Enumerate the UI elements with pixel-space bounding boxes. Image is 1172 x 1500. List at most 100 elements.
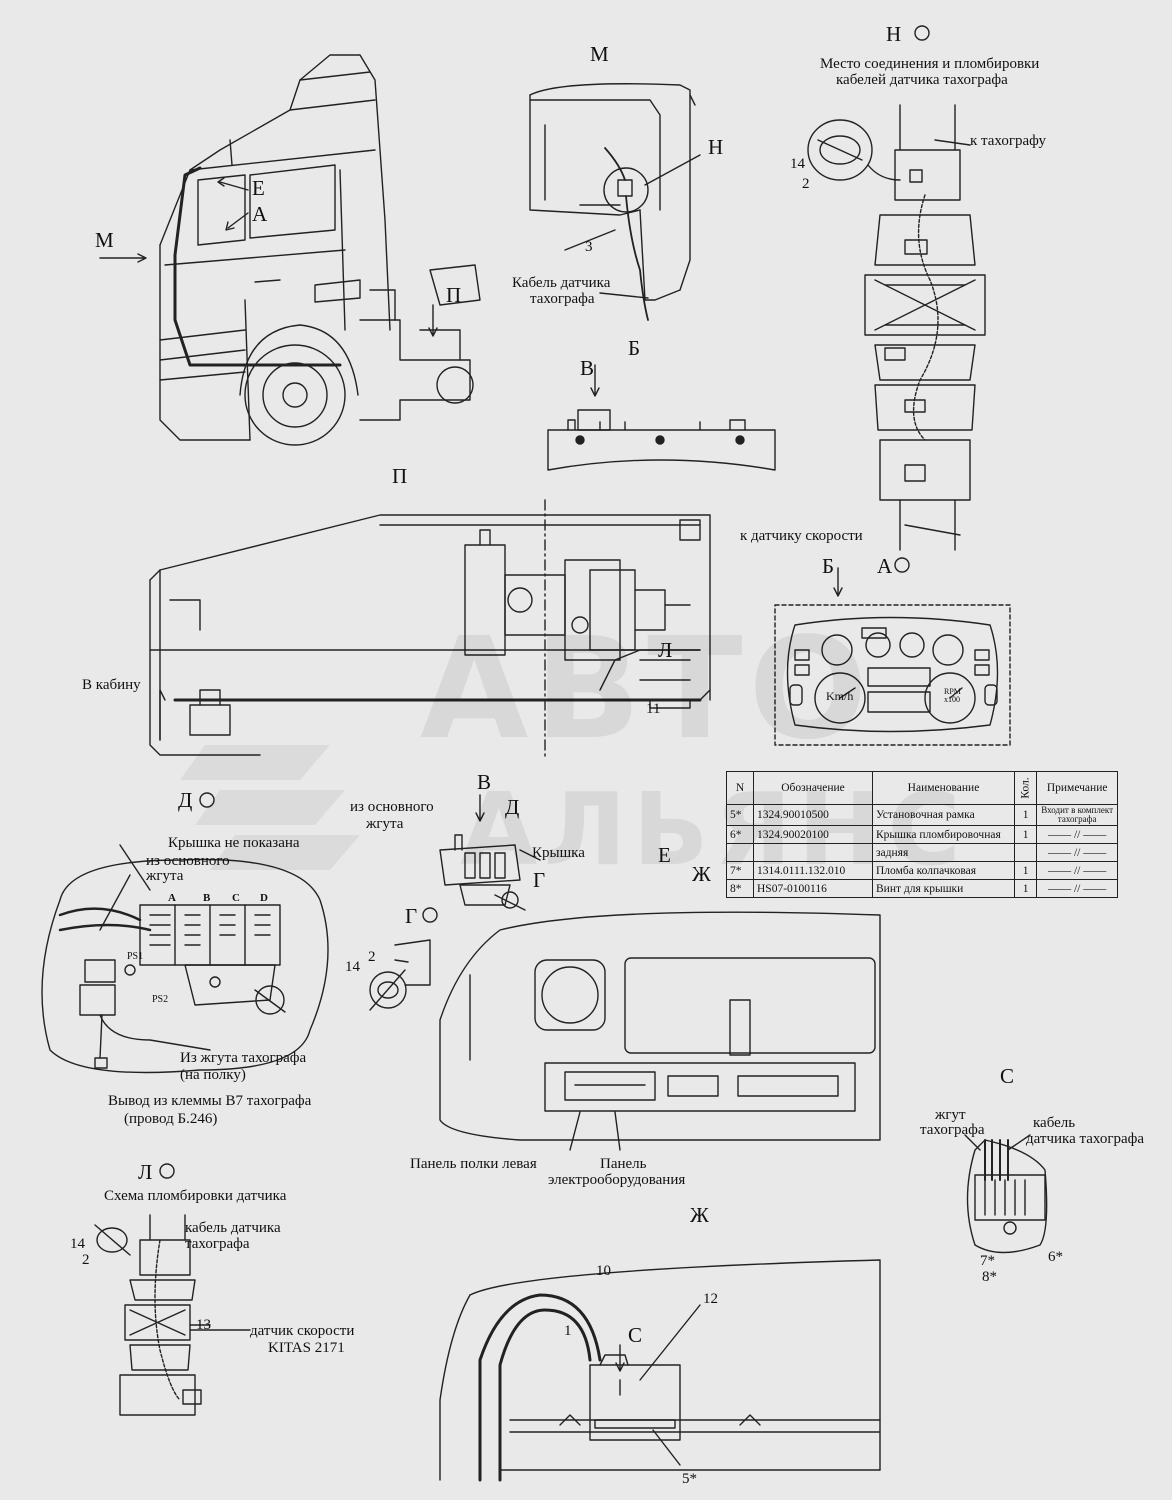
row-designation: 1324.90010500 — [753, 804, 873, 826]
h-caption-2: кабелей датчика тахографа — [836, 72, 1008, 88]
to-speed-sensor-label: к датчику скорости — [740, 528, 863, 544]
ps2-label: PS2 — [152, 994, 169, 1005]
view-m-arrow-label: М — [95, 228, 114, 252]
header-name: Наименование — [872, 771, 1015, 805]
row-qty: 1 — [1013, 861, 1038, 880]
view-g-drawing — [369, 907, 438, 1011]
view-b-title: Б — [628, 336, 641, 360]
harness-tacho-2: тахографа — [920, 1122, 985, 1138]
view-g-title: Г — [405, 904, 418, 928]
zh-callout-5: 5* — [682, 1471, 697, 1487]
row-num: 5* — [726, 804, 754, 826]
g-callout-2: 2 — [368, 949, 376, 965]
header-designation: Обозначение — [753, 771, 873, 805]
row-designation — [753, 843, 873, 862]
row-num — [726, 843, 754, 862]
row-note: Входит в комплект тахографа — [1036, 804, 1118, 826]
from-main-harness-v-2: жгута — [366, 816, 404, 832]
parts-table-header: N Обозначение Наименование Кол. Примечан… — [726, 771, 1118, 805]
view-c-title: С — [1000, 1064, 1015, 1088]
shelf-panel-label: Панель полки левая — [410, 1156, 537, 1172]
truck-side-view — [99, 54, 481, 446]
view-a-drawing — [774, 557, 1011, 746]
row-qty: 1 — [1013, 804, 1038, 826]
view-p-title: П — [392, 464, 408, 488]
view-v-drawing — [439, 794, 541, 911]
view-p-drawing — [149, 499, 711, 761]
callout-2: 2 — [802, 176, 810, 192]
view-h-drawing — [807, 25, 986, 551]
view-zh-title: Ж — [690, 1203, 709, 1227]
from-tacho-harness-2: (на полку) — [180, 1067, 246, 1083]
zh-mark: Ж — [692, 862, 711, 886]
c-callout-8: 8* — [982, 1269, 997, 1285]
row-num: 8* — [726, 879, 754, 898]
callout-3: 3 — [585, 239, 593, 255]
pin-d: D — [260, 892, 268, 904]
ps1-label: PS1 — [127, 951, 144, 962]
mark-a: А — [252, 202, 268, 226]
l-mark: Л — [658, 638, 673, 662]
l-callout-14: 14 — [70, 1236, 85, 1252]
from-main-harness-2: жгута — [146, 868, 184, 884]
from-main-harness-v-1: из основного — [350, 799, 434, 815]
callout-11: 11 — [646, 701, 661, 717]
row-note: —— // —— — [1036, 825, 1118, 844]
rpm-label: RPM x100 — [944, 687, 961, 704]
header-qty: Кол. — [1013, 771, 1038, 805]
view-c-drawing — [964, 1134, 1048, 1254]
cover-not-shown-label: Крышка не показана — [168, 835, 300, 851]
speed-sensor-1: датчик скорости — [250, 1323, 355, 1339]
kmh-label: Km/h — [826, 689, 854, 703]
watermark-line-1: АВТО — [420, 608, 874, 771]
c-callout-7: 7* — [980, 1253, 995, 1269]
cable-sensor-1: кабель — [1033, 1115, 1076, 1131]
row-num: 6* — [726, 825, 754, 844]
zh-callout-12: 12 — [703, 1291, 718, 1307]
from-main-harness-1: из основного — [146, 853, 230, 869]
header-note: Примечание — [1036, 771, 1118, 805]
row-name: Винт для крышки — [872, 879, 1015, 898]
speed-sensor-2: KITAS 2171 — [268, 1340, 345, 1356]
table-row: 6* 1324.90020100 Крышка пломбировочная 1… — [726, 825, 1118, 844]
view-h-title: Н — [886, 22, 902, 46]
row-qty: 1 — [1013, 879, 1038, 898]
cable-sensor2-1: кабель датчика — [185, 1220, 281, 1236]
view-a-title: А — [877, 554, 893, 578]
harness-tacho-1: жгут — [935, 1107, 966, 1123]
row-name: Пломба колпачковая — [872, 861, 1015, 880]
watermark-logo — [180, 745, 360, 870]
row-designation: 1324.90020100 — [753, 825, 873, 844]
table-row: 7* 1314.0111.132.010 Пломба колпачковая … — [726, 861, 1118, 880]
b7-output-1: Вывод из клеммы В7 тахографа — [108, 1093, 312, 1109]
g-callout-14: 14 — [345, 959, 360, 975]
mark-e: Е — [252, 176, 265, 200]
b7-output-2: (провод Б.246) — [124, 1111, 218, 1127]
elec-panel-1: Панель — [600, 1156, 647, 1172]
view-v-title: В — [477, 770, 492, 794]
row-designation: 1314.0111.132.010 — [753, 861, 873, 880]
g-mark: Г — [533, 868, 546, 892]
cable-caption-2: тахографа — [530, 291, 595, 307]
c-callout-6: 6* — [1048, 1249, 1063, 1265]
d-mark: Д — [505, 795, 520, 819]
v-arrow-label: В — [580, 356, 595, 380]
view-zh-drawing — [439, 1259, 881, 1482]
seal-scheme-label: Схема пломбировки датчика — [104, 1188, 287, 1204]
zh-callout-10: 10 — [596, 1263, 611, 1279]
e-mark-2: Е — [658, 843, 671, 867]
view-l-title: Л — [138, 1160, 153, 1184]
l-callout-13: 13 — [196, 1317, 211, 1333]
cable-caption-1: Кабель датчика — [512, 275, 611, 291]
pin-b: B — [203, 892, 211, 904]
table-row: 8* HS07-0100116 Винт для крышки 1 —— // … — [726, 879, 1118, 898]
view-l-drawing — [94, 1163, 251, 1416]
view-b-drawing — [547, 364, 776, 471]
pin-c: C — [232, 892, 240, 904]
row-designation: HS07-0100116 — [753, 879, 873, 898]
row-name: Установочная рамка — [872, 804, 1015, 826]
row-num: 7* — [726, 861, 754, 880]
to-cab-label: В кабину — [82, 677, 141, 693]
parts-table: N Обозначение Наименование Кол. Примечан… — [726, 771, 1118, 898]
